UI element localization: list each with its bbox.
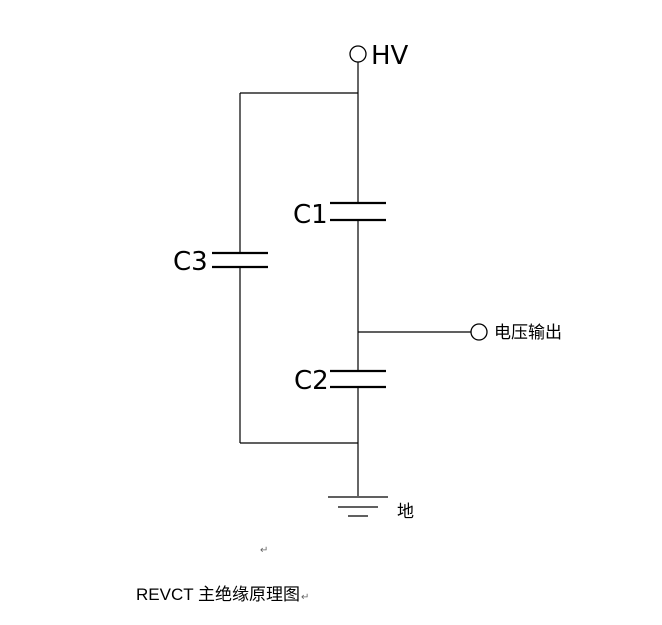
c1-label: C1 [293, 200, 328, 230]
hv-label: HV [371, 41, 409, 71]
ground-symbol [328, 496, 388, 517]
caption-text: REVCT 主绝缘原理图 [136, 585, 301, 604]
caption-paragraph-mark: ↵ [301, 592, 310, 603]
c2-label: C2 [294, 366, 329, 396]
ground-label: 地 [397, 502, 414, 522]
c3-label: C3 [173, 247, 208, 277]
output-terminal [470, 323, 488, 341]
output-label: 电压输出 [494, 323, 562, 343]
paragraph-mark: ↵ [260, 545, 268, 556]
figure-caption: REVCT 主绝缘原理图↵ [136, 580, 309, 605]
hv-terminal [349, 45, 367, 63]
